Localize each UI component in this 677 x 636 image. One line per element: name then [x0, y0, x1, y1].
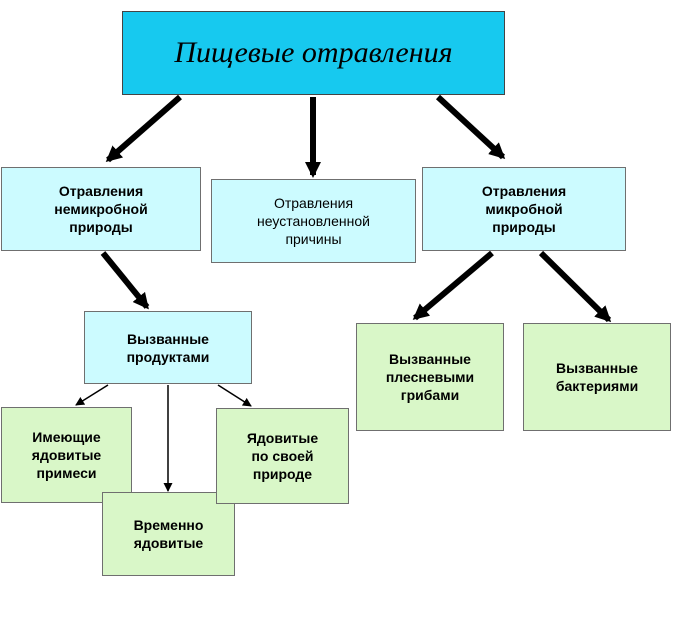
node-impurities: Имеющие ядовитые примеси [1, 407, 132, 503]
node-temporary: Временно ядовитые [102, 492, 235, 576]
arrow-root-to-microbial [435, 94, 506, 160]
node-unknown: Отравления неустановленной причины [211, 179, 416, 263]
arrow-microbial-to-bacteria [538, 250, 612, 323]
node-microbial: Отравления микробной природы [422, 167, 626, 251]
node-molds: Вызванные плесневыми грибами [356, 323, 504, 431]
node-bacteria: Вызванные бактериями [523, 323, 671, 431]
node-natural: Ядовитые по своей природе [216, 408, 349, 504]
arrow-root-to-nonmicrobial [105, 94, 182, 163]
arrow-nonmicrobial-to-products [100, 251, 150, 310]
node-products: Вызванные продуктами [84, 311, 252, 384]
arrow-products-to-impurities [75, 384, 109, 406]
root-node-title: Пищевые отравления [122, 11, 505, 95]
node-nonmicrobial: Отравления немикробной природы [1, 167, 201, 251]
arrow-products-to-natural [217, 384, 252, 407]
arrow-microbial-to-molds [412, 250, 494, 321]
